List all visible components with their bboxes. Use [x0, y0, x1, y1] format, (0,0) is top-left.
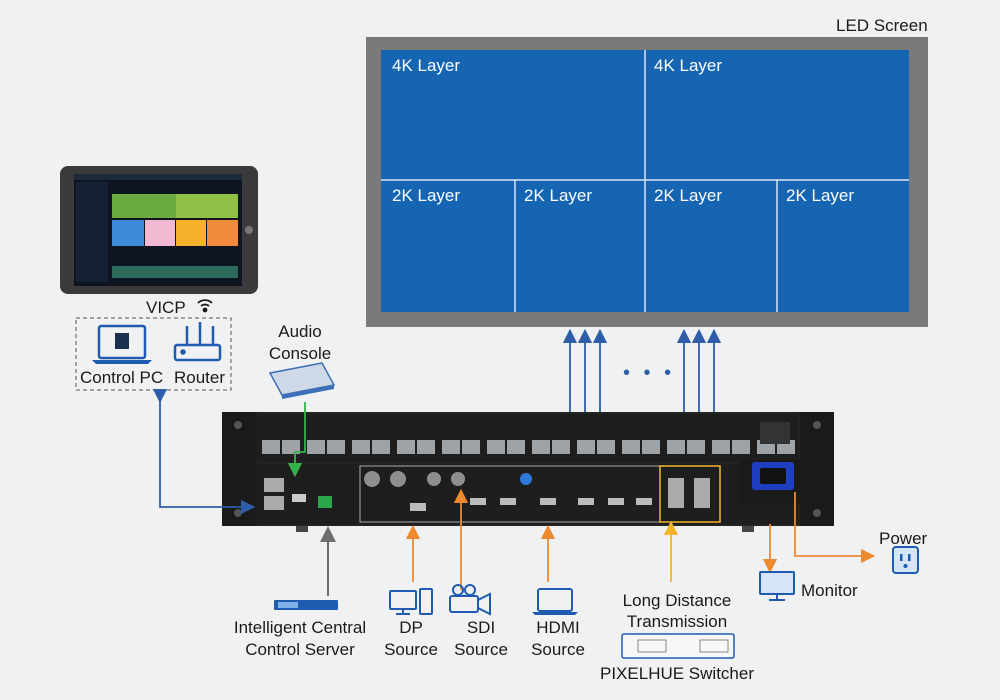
switcher-icon — [621, 633, 735, 659]
device-feet — [296, 526, 754, 532]
laptop-icon — [92, 324, 152, 364]
hdmi-port — [608, 498, 624, 505]
sdi-label-2: Source — [454, 640, 508, 659]
monitor-icon — [759, 571, 795, 601]
ethernet-port — [327, 440, 345, 454]
hdmi-port — [540, 498, 556, 505]
arrow-audio — [287, 402, 306, 478]
ethernet-port — [397, 440, 415, 454]
router-label: Router — [174, 368, 226, 387]
ethernet-port — [712, 440, 730, 454]
server-label-1: Intelligent Central — [233, 618, 367, 637]
ethernet-port — [462, 440, 480, 454]
layer-label-2k-2: 2K Layer — [524, 186, 593, 205]
wifi-icon — [197, 299, 213, 313]
power-label: Power — [879, 529, 928, 548]
vicp-label: VICP — [146, 298, 186, 317]
control-pc-label: Control PC — [80, 368, 164, 387]
processor-device — [222, 412, 834, 526]
ethernet-port — [352, 440, 370, 454]
ethernet-port — [442, 440, 460, 454]
hdmi-laptop-icon — [532, 588, 578, 615]
hdmi-port — [636, 498, 652, 505]
hdmi-port — [470, 498, 486, 505]
ethernet-port — [577, 440, 595, 454]
tablet-vicp — [60, 166, 258, 294]
ethernet-port — [417, 440, 435, 454]
hdmi-label-2: Source — [531, 640, 585, 659]
ethernet-port — [667, 440, 685, 454]
audio-console-label-1: Audio — [278, 322, 322, 341]
ethernet-port — [282, 440, 300, 454]
layer-label-2k-3: 2K Layer — [654, 186, 723, 205]
camera-icon — [449, 584, 491, 616]
arrow-control-pc — [152, 388, 256, 515]
sdi-label-1: SDI — [466, 618, 496, 637]
layer-label-4k-right: 4K Layer — [654, 56, 723, 75]
dp-label-1: DP — [399, 618, 423, 637]
desktop-icon — [389, 588, 433, 615]
ethernet-port — [552, 440, 570, 454]
led-screen — [366, 37, 928, 327]
ethernet-port — [642, 440, 660, 454]
long-distance-label-2: Transmission — [626, 612, 728, 631]
power-outlet-icon — [892, 546, 919, 574]
layer-label-4k-left: 4K Layer — [392, 56, 461, 75]
router-icon — [173, 322, 222, 362]
ethernet-port — [372, 440, 390, 454]
hdmi-port — [578, 498, 594, 505]
layer-label-2k-4: 2K Layer — [786, 186, 855, 205]
hdmi-label-1: HDMI — [536, 618, 580, 637]
ethernet-port — [622, 440, 640, 454]
ellipsis: • • • — [623, 362, 676, 384]
hdmi-port — [500, 498, 516, 505]
audio-console-icon — [268, 362, 336, 399]
ethernet-port — [532, 440, 550, 454]
arrows-to-screen — [562, 328, 722, 412]
ethernet-port — [687, 440, 705, 454]
arrows-sources — [405, 488, 876, 590]
switcher-label: PIXELHUE Switcher — [600, 664, 754, 683]
server-label-2: Control Server — [245, 640, 355, 659]
ethernet-port — [307, 440, 325, 454]
ethernet-port — [732, 440, 750, 454]
server-icon — [274, 600, 338, 610]
layer-label-2k-1: 2K Layer — [392, 186, 461, 205]
ethernet-port — [262, 440, 280, 454]
led-screen-title: LED Screen — [836, 16, 928, 35]
monitor-label: Monitor — [801, 581, 858, 600]
ethernet-port — [507, 440, 525, 454]
ethernet-port — [597, 440, 615, 454]
long-distance-label-1: Long Distance — [622, 591, 732, 610]
audio-console-label-2: Console — [268, 344, 332, 363]
ethernet-port — [487, 440, 505, 454]
dp-label-2: Source — [384, 640, 438, 659]
